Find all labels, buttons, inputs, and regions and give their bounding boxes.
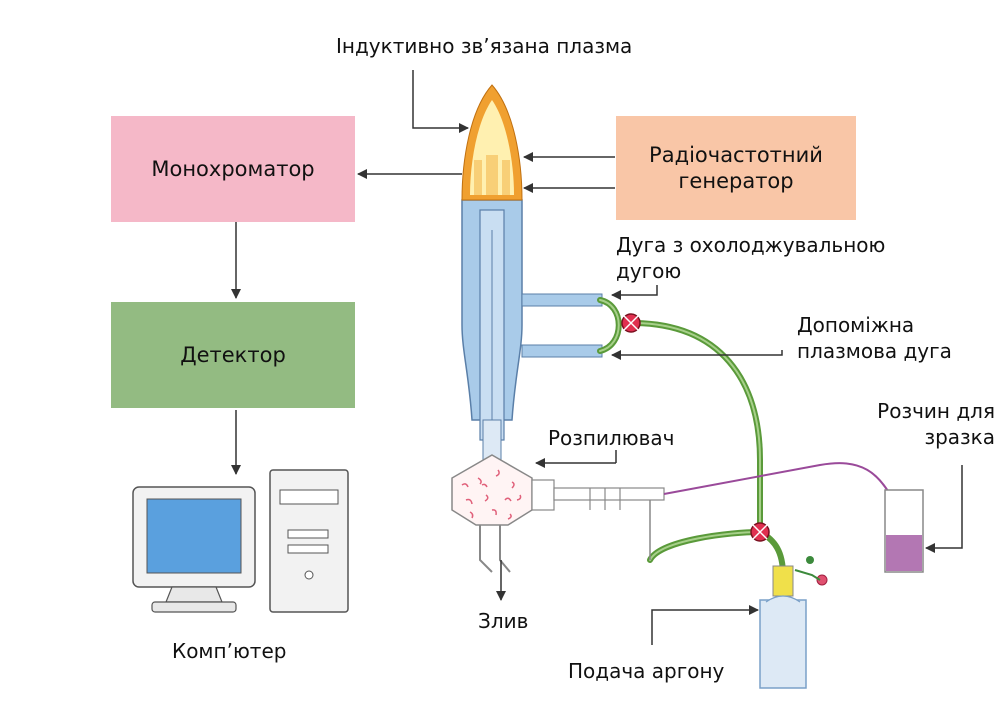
detector-label: Детектор [180,342,286,367]
spray-chamber [451,454,665,573]
rf-generator-box: Радіочастотний генератор [616,116,856,220]
torch-side-port-lower [521,344,603,358]
detector-box: Детектор [111,302,355,408]
computer-illustration [132,469,349,613]
argon-pointer [651,605,759,645]
monitor-screen [146,498,242,574]
sample-line [663,462,899,545]
rf-generator-label: Радіочастотний генератор [649,142,823,193]
sample-pointer [925,465,963,553]
sample-solution-label: Розчин для зразка [877,399,995,449]
sample-beaker [884,489,924,573]
system-unit [269,469,349,613]
plasma-torch [461,199,603,461]
icp-pointer-arrow [412,70,469,133]
torch-side-port-upper [521,293,603,307]
monochromator-box: Монохроматор [111,116,355,222]
icp-label: Індуктивно зв’язана плазма [336,34,633,58]
plasma-flame [461,84,523,201]
cooling-arc-label: Дуга з охолоджувальною дугою [616,233,886,283]
nebulizer-label: Розпилювач [548,426,675,450]
cooling-arc-pointer [611,285,658,300]
aux-arc-label: Допоміжна плазмова дуга [797,313,952,363]
argon-bottle [759,556,828,689]
aux-arc-pointer [611,350,783,360]
argon-supply-label: Подача аргону [568,659,725,683]
drain-label: Злив [478,609,529,633]
monochromator-label: Монохроматор [151,156,315,181]
computer-label: Комп’ютер [172,639,287,663]
